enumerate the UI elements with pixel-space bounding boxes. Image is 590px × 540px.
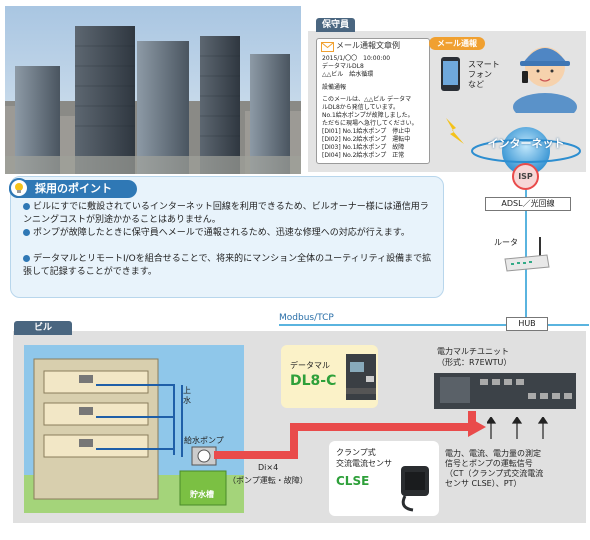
email-line: 設備通報	[322, 84, 347, 91]
email-line: [DI02] No.2給水ポンプ 運転中	[322, 136, 411, 143]
router-icon	[501, 237, 551, 277]
point-item: ビルにすでに敷設されているインターネット回線を利用できるため、ビルオーナー様には…	[23, 201, 435, 227]
phone-label: スマート フォン など	[468, 60, 508, 90]
point-item: ポンプが故障したときに保守員へメールで通報されるため、迅速な修理への対応が行えま…	[23, 227, 435, 240]
adsl-box: ADSL／光回線	[485, 197, 571, 211]
di-signal-arrow	[214, 397, 488, 463]
mail-notify-badge: メール通報	[429, 37, 485, 50]
tank-label: 貯水槽	[190, 490, 214, 499]
point-text: データマルとリモートI/Oを組合せることで、将来的にマンション全体のユーティリテ…	[23, 254, 432, 277]
email-example-card: メール通報文章例 2015/1/〇〇 10:00:00 データマルDL8 △△ビ…	[316, 38, 430, 164]
clamp-model: CLSE	[336, 474, 370, 488]
network-line	[525, 175, 527, 325]
phone-label-line: など	[468, 80, 484, 89]
email-body: 2015/1/〇〇 10:00:00 データマルDL8 △△ビル 給水循環 設備…	[322, 55, 425, 160]
points-title-bar	[9, 180, 137, 198]
email-line: データマルDL8	[322, 63, 364, 70]
measure-line: 電力、電流、電力量の測定	[445, 449, 541, 458]
hub-box: HUB	[506, 317, 548, 331]
measure-line: センサ CLSE）、PT）	[445, 479, 522, 488]
lightbulb-icon	[9, 178, 29, 198]
power-unit-model: （形式：R7EWTU）	[437, 358, 512, 367]
mail-icon	[321, 42, 334, 52]
phone-label-line: フォン	[468, 70, 492, 79]
email-line: このメールは、△△ビル データマ	[322, 96, 412, 103]
phone-label-line: スマート	[468, 60, 500, 69]
point-item: データマルとリモートI/Oを組合せることで、将来的にマンション全体のユーティリテ…	[23, 253, 435, 279]
measure-line: （CT（クランプ式交流電流	[445, 469, 544, 478]
signal-arrows	[485, 415, 557, 439]
datamaru-model: DL8-C	[290, 373, 337, 389]
maintenance-tab: 保守員	[316, 18, 356, 32]
router-label: ルータ	[494, 238, 518, 247]
internet-label: インターネット	[487, 137, 565, 150]
point-text: ポンプが故障したときに保守員へメールで通報されるため、迅速な修理への対応が行えま…	[33, 228, 410, 238]
point-text: ビルにすでに敷設されているインターネット回線を利用できるため、ビルオーナー様には…	[23, 202, 429, 225]
email-line: ルDL8から発信しています。	[322, 104, 400, 111]
power-unit-label: 電力マルチユニット	[437, 347, 509, 356]
maintenance-worker-icon	[506, 33, 584, 121]
email-line: 2015/1/〇〇 10:00:00	[322, 55, 391, 62]
clamp-label-2: 交流電流センサ	[336, 459, 392, 468]
clamp-sensor-icon	[395, 456, 437, 512]
di-label: Di×4	[258, 463, 279, 472]
wireless-bolt-icon	[442, 118, 466, 146]
measure-line: 信号とポンプの運転信号	[445, 459, 533, 468]
email-line: [DI01] No.1給水ポンプ 停止中	[322, 128, 411, 135]
supply-pump-label: 給水ポンプ	[184, 436, 224, 445]
email-line: △△ビル 給水循環	[322, 71, 374, 78]
building-tab: ビル	[14, 321, 73, 335]
modbus-label: Modbus/TCP	[279, 313, 334, 323]
points-title: 採用のポイント	[35, 182, 112, 195]
datamaru-label: データマル	[290, 361, 330, 370]
email-line: [DI03] No.1給水ポンプ 故障	[322, 144, 405, 151]
upper-water-label: 上水	[183, 386, 191, 405]
email-line: ただちに現場へ急行してください。	[322, 120, 418, 127]
modbus-line	[279, 324, 589, 326]
di-sub-label: （ポンプ運転・故障）	[228, 476, 308, 485]
clamp-label-1: クランプ式	[336, 448, 376, 457]
internet-globe	[470, 126, 582, 176]
email-line: No.1給水ポンプが故障しました。	[322, 112, 414, 119]
measurement-description: 電力、電流、電力量の測定 信号とポンプの運転信号 （CT（クランプ式交流電流 セ…	[445, 449, 581, 489]
email-header: メール通報文章例	[336, 41, 400, 50]
building-illustration	[24, 345, 244, 513]
isp-node: ISP	[512, 163, 539, 190]
building-photo	[5, 6, 301, 174]
smartphone-icon	[441, 57, 460, 91]
email-line: [DI04] No.2給水ポンプ 正常	[322, 152, 405, 159]
power-unit-device-icon	[432, 369, 578, 415]
datamaru-device-icon	[344, 352, 380, 402]
